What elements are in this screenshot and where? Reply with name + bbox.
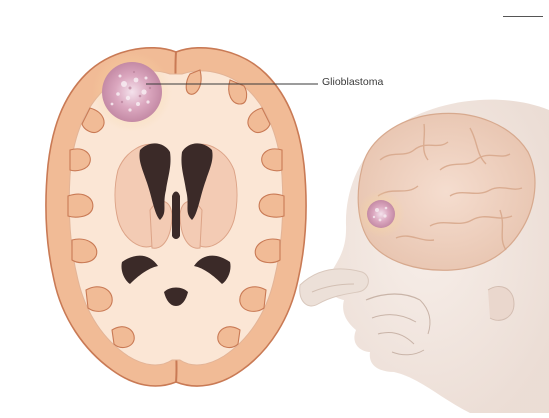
glioblastoma-label: Glioblastoma bbox=[322, 76, 384, 88]
head-profile bbox=[299, 99, 549, 413]
tumor-in-head bbox=[367, 200, 395, 228]
ventricles bbox=[121, 143, 231, 306]
glioblastoma-tumor bbox=[102, 62, 162, 122]
brain-cross-section bbox=[45, 46, 318, 387]
corner-rule bbox=[503, 16, 543, 17]
